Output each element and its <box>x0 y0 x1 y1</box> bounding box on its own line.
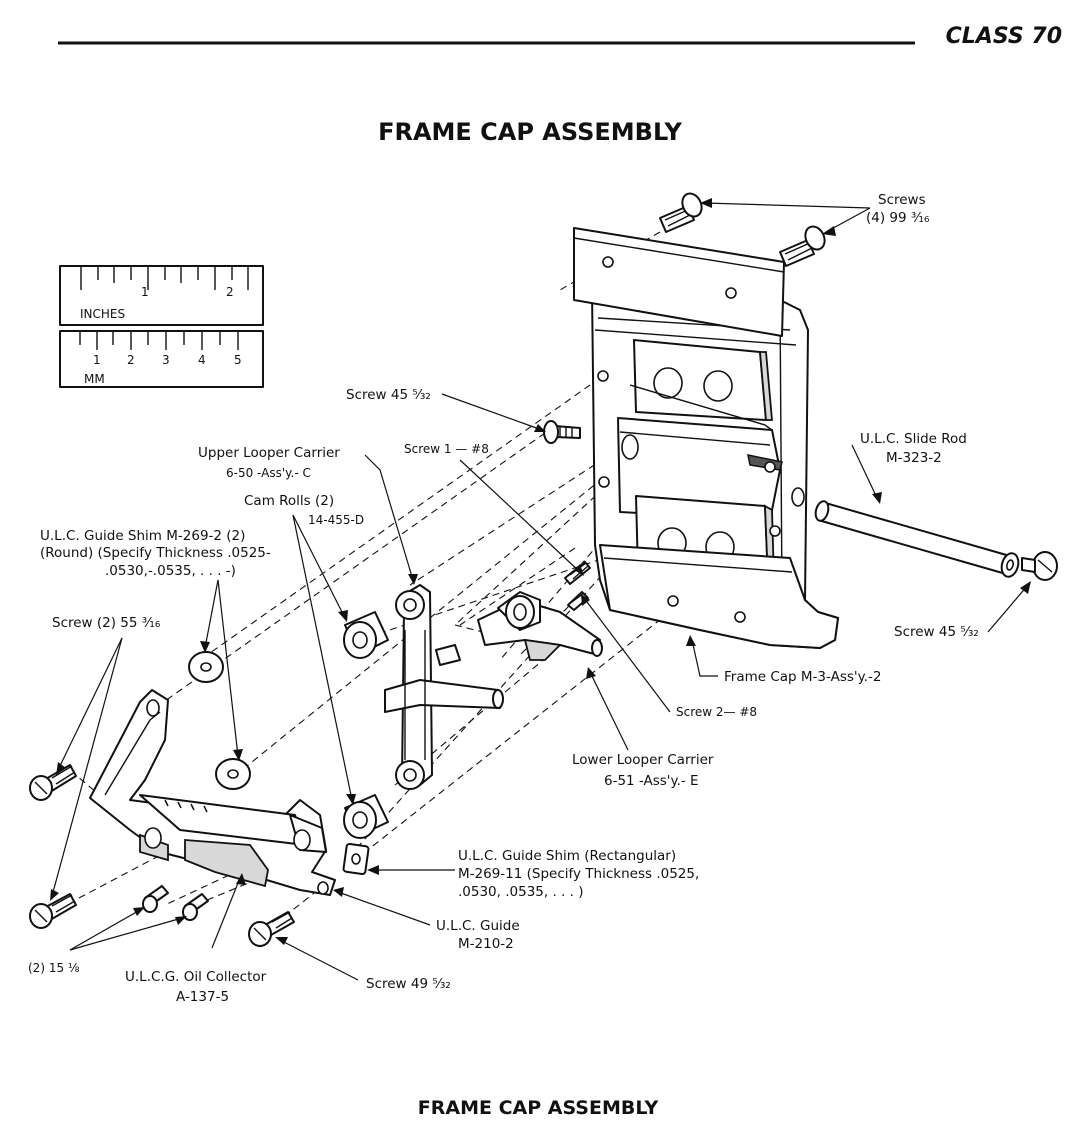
mm-ruler <box>59 330 264 388</box>
label-guide-shim-rect-3: .0530, .0535, . . . ) <box>458 884 583 900</box>
label-ulc-guide: U.L.C. Guide <box>436 918 520 934</box>
label-screw-45-left: Screw 45 ⁵⁄₃₂ <box>346 387 431 403</box>
inch-tick-2: 2 <box>226 285 234 299</box>
label-screw-2: Screw 2— #8 <box>676 705 757 719</box>
class-label: CLASS 70 <box>946 24 1062 49</box>
label-guide-shim-round-2: (Round) (Specify Thickness .0525- <box>40 545 271 561</box>
top-screw-2 <box>779 225 826 267</box>
ulc-slide-rod <box>814 500 1020 578</box>
screw-15-left <box>142 885 169 913</box>
label-screws-top: Screws <box>878 192 926 208</box>
label-lower-looper-carrier-part: 6-51 -Ass'y.- E <box>604 773 699 789</box>
screw-49 <box>248 911 295 947</box>
mm-tick-1: 1 <box>93 353 101 367</box>
label-guide-shim-round-1: U.L.C. Guide Shim M-269-2 (2) <box>40 528 245 544</box>
label-screws-top-spec: (4) 99 ³⁄₁₆ <box>866 210 929 226</box>
label-screw-15: (2) 15 ⅛ <box>28 961 80 975</box>
leader-lines <box>51 202 1029 981</box>
mm-tick-5: 5 <box>234 353 242 367</box>
label-screw-1: Screw 1 — #8 <box>404 442 489 456</box>
label-cam-rolls: Cam Rolls (2) <box>244 493 334 509</box>
inch-ruler <box>59 265 264 326</box>
screw-55-lower <box>29 893 77 929</box>
cam-roll-lower <box>343 794 389 839</box>
label-oil-collector-part: A-137-5 <box>176 989 229 1005</box>
screw-15-right <box>182 893 209 921</box>
label-guide-shim-round-3: .0530,-.0535, . . . -) <box>105 563 236 579</box>
upper-looper-carrier <box>384 584 504 790</box>
label-lower-looper-carrier: Lower Looper Carrier <box>572 752 714 768</box>
rectangular-guide-shim <box>342 842 370 876</box>
callout-labels: Screws (4) 99 ³⁄₁₆ Screw 45 ⁵⁄₃₂ Screw 1… <box>28 192 979 1005</box>
screw-55-upper <box>29 764 77 801</box>
scale-ruler: 1 2 INCHES 1 2 3 4 5 MM <box>59 265 264 388</box>
top-screw-1 <box>659 192 703 233</box>
lower-looper-carrier <box>477 591 603 661</box>
arrowheads <box>50 198 1031 945</box>
inch-unit-label: INCHES <box>80 307 125 321</box>
ulcg-oil-collector <box>184 839 269 888</box>
label-cam-rolls-part: 14-455-D <box>308 513 364 527</box>
screw-1 <box>564 561 591 585</box>
label-guide-shim-rect-2: M-269-11 (Specify Thickness .0525, <box>458 866 699 882</box>
label-screw-55: Screw (2) 55 ³⁄₁₆ <box>52 615 160 631</box>
label-screw-45-right: Screw 45 ⁵⁄₃₂ <box>894 624 979 640</box>
screw-45-right <box>1021 551 1058 581</box>
inch-tick-1: 1 <box>141 285 149 299</box>
footer-title: FRAME CAP ASSEMBLY <box>418 1097 659 1119</box>
mm-tick-3: 3 <box>162 353 170 367</box>
round-guide-shim-upper <box>188 651 224 683</box>
label-guide-shim-rect-1: U.L.C. Guide Shim (Rectangular) <box>458 848 676 864</box>
label-oil-collector: U.L.C.G. Oil Collector <box>125 969 267 985</box>
label-ulc-slide-rod-part: M-323-2 <box>886 450 942 466</box>
mm-unit-label: MM <box>84 372 105 386</box>
cam-roll-upper <box>343 611 389 659</box>
label-ulc-guide-part: M-210-2 <box>458 936 514 952</box>
page-title: FRAME CAP ASSEMBLY <box>378 118 682 146</box>
label-ulc-slide-rod: U.L.C. Slide Rod <box>860 431 967 447</box>
label-screw-49: Screw 49 ⁵⁄₃₂ <box>366 976 451 992</box>
label-upper-looper-carrier: Upper Looper Carrier <box>198 445 340 461</box>
mm-tick-4: 4 <box>198 353 206 367</box>
mm-tick-2: 2 <box>127 353 135 367</box>
frame-cap-top-bar <box>573 227 785 337</box>
frame-cap <box>591 289 839 649</box>
ulc-guide <box>89 689 336 896</box>
screw-45-left <box>543 420 581 444</box>
label-frame-cap: Frame Cap M-3-Ass'y.-2 <box>724 669 881 685</box>
round-guide-shim-lower <box>215 758 251 790</box>
label-upper-looper-carrier-part: 6-50 -Ass'y.- C <box>226 466 311 480</box>
